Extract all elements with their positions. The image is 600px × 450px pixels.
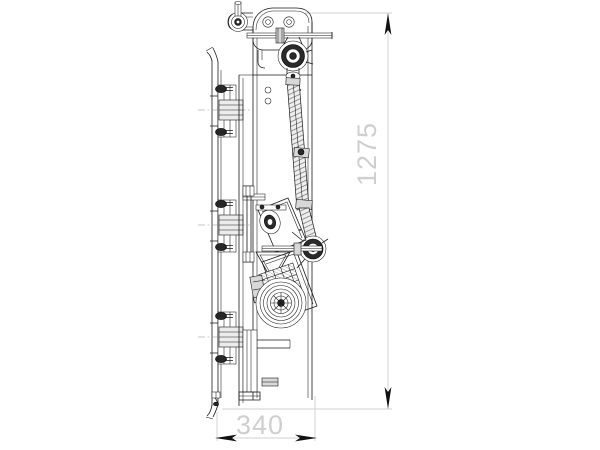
rail-bracket-upper [198, 84, 252, 138]
dim-arrow-bottom [384, 387, 392, 409]
bolt-upper-b [215, 128, 233, 136]
crane-head-assembly [227, 1, 333, 69]
dim-arrow-right [295, 434, 317, 442]
bolt-middle-a [215, 200, 233, 208]
support-side-plates [242, 185, 255, 263]
hoist-cable [285, 77, 317, 239]
base-mounting-frame [238, 329, 291, 401]
bolt-middle-b [215, 243, 233, 251]
dimension-label-height: 1275 [352, 121, 382, 186]
dimension-label-width: 340 [236, 410, 285, 440]
dim-arrow-left [215, 434, 237, 442]
mid-linkage-bracket [242, 193, 307, 283]
bolt-lower-a [215, 312, 233, 320]
bottom-cross-shaft [261, 242, 323, 256]
winch-drum-flywheel [255, 277, 307, 329]
lower-fitting [211, 391, 221, 407]
dim-arrow-top [384, 13, 392, 35]
dimension-horizontal [215, 396, 317, 442]
top-sheave-pulley [277, 36, 314, 81]
rail-bracket-middle [198, 199, 252, 253]
bolt-upper-a [215, 85, 233, 93]
rail-bracket-lower [198, 311, 252, 365]
dimension-vertical [222, 12, 392, 410]
cable-collar-mid [293, 147, 310, 159]
bolt-lower-b [215, 355, 233, 363]
